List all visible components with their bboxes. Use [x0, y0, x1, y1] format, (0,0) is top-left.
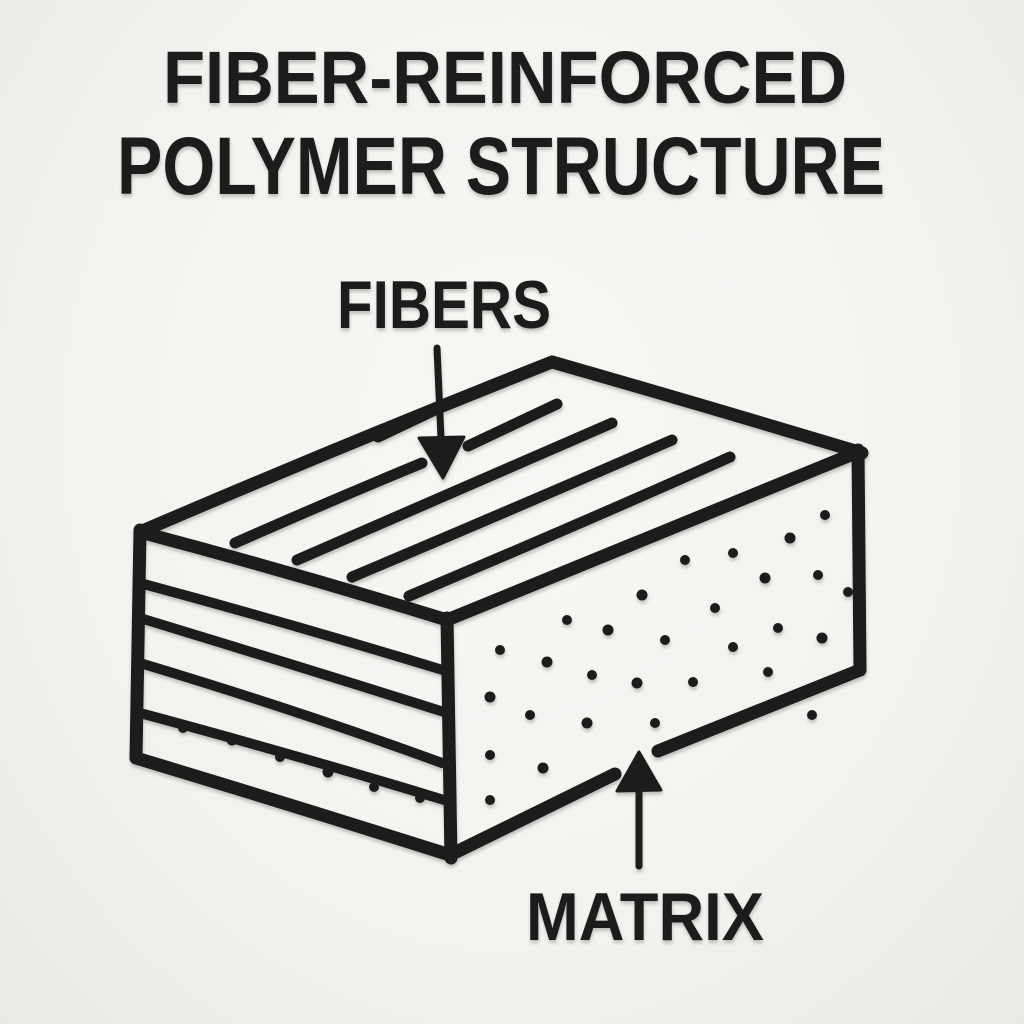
left-face-dots — [178, 723, 425, 803]
edge-front-left-top — [133, 525, 454, 627]
edge-top-left — [133, 355, 559, 539]
page-title: FIBER-REINFORCED POLYMER STRUCTURE — [117, 36, 885, 212]
down-arrow-icon — [417, 344, 466, 480]
up-arrow-icon — [615, 750, 663, 870]
edge-top-right — [545, 355, 869, 460]
composite-block — [129, 355, 869, 865]
edge-bottom-right-a — [443, 767, 622, 862]
block-outline — [129, 355, 869, 865]
edge-left-vertical — [129, 523, 147, 765]
top-face-fiber-lines — [229, 398, 736, 602]
matrix-label: MATRIX — [526, 879, 764, 955]
edge-front-right-top — [440, 445, 865, 627]
fibers-label: FIBERS — [337, 267, 551, 343]
matrix-dots — [484, 510, 853, 805]
edge-right-vertical — [851, 443, 867, 677]
edge-front-vertical — [440, 611, 458, 865]
title-line-2: POLYMER STRUCTURE — [117, 121, 885, 212]
edge-bottom-right-b — [651, 663, 867, 758]
title-line-1: FIBER-REINFORCED — [163, 36, 847, 119]
edge-bottom-left — [129, 751, 457, 862]
